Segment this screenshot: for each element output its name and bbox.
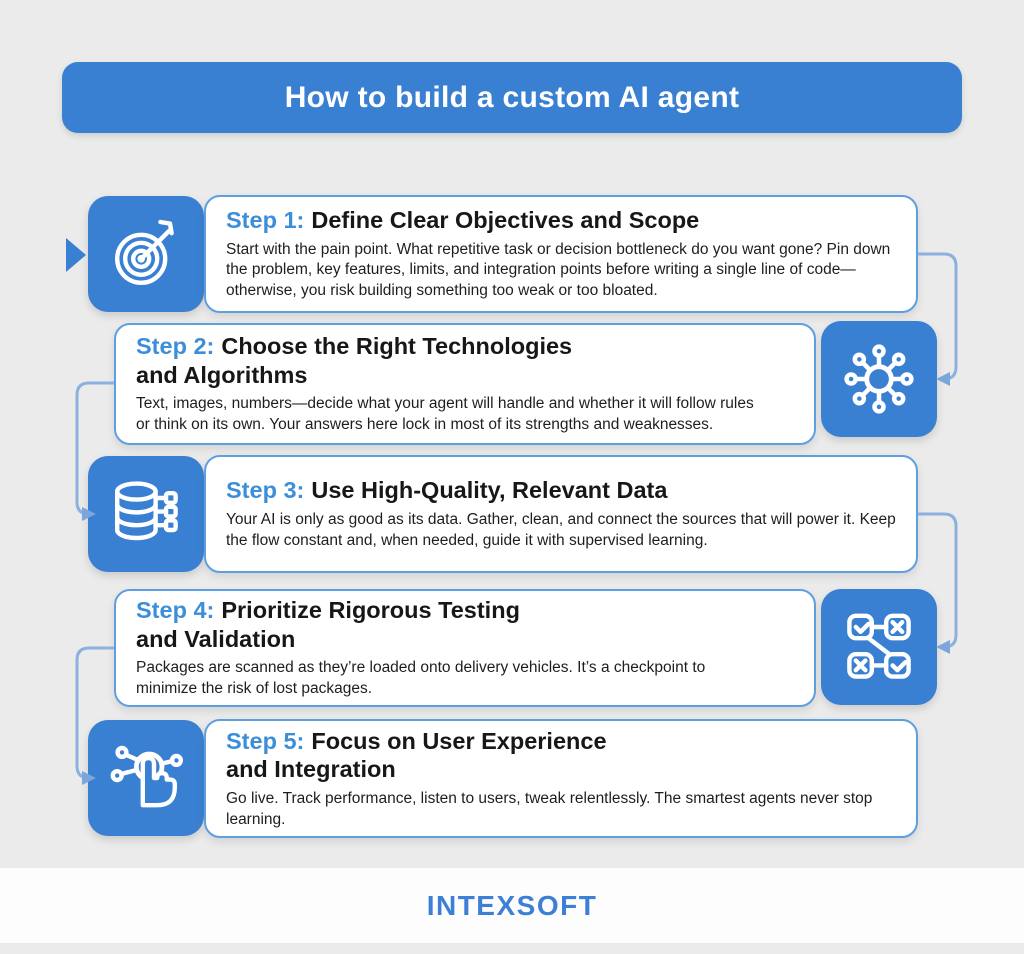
step-card-2: Step 2:Choose the Right Technologies and…	[114, 323, 816, 445]
step-heading: Step 1:Define Clear Objectives and Scope	[226, 206, 896, 235]
connector-arrow-1-icon	[936, 372, 950, 386]
step-description: Start with the pain point. What repetiti…	[226, 240, 891, 300]
step-heading: Step 2:Choose the Right Technologies and…	[136, 332, 794, 389]
page-title: How to build a custom AI agent	[284, 80, 740, 114]
step-card-5: Step 5:Focus on User Experience and Inte…	[204, 719, 918, 838]
step-title: Use High-Quality, Relevant Data	[311, 477, 668, 504]
step-title: Prioritize Rigorous Testing and Validati…	[136, 597, 520, 652]
step-description: Text, images, numbers—decide what your a…	[136, 395, 754, 434]
step-label: Step 5:	[226, 727, 305, 754]
step-description: Your AI is only as good as its data. Gat…	[226, 511, 896, 549]
step-card-1: Step 1:Define Clear Objectives and Scope…	[204, 195, 918, 313]
step-description: Packages are scanned as they’re loaded o…	[136, 659, 706, 698]
step5-icon-box	[88, 720, 204, 836]
step-heading: Step 3:Use High-Quality, Relevant Data	[226, 476, 896, 505]
title-banner: How to build a custom AI agent	[62, 62, 962, 133]
step-label: Step 3:	[226, 477, 305, 504]
step-title: Define Clear Objectives and Scope	[311, 207, 700, 234]
step1-icon-box	[88, 196, 204, 312]
checklist-validation-icon	[847, 613, 911, 679]
step2-icon-box	[821, 321, 937, 437]
intexsoft-logo: INTEXSOFT	[426, 889, 598, 921]
step-title: Choose the Right Technologies and Algori…	[136, 333, 573, 388]
step-card-3: Step 3:Use High-Quality, Relevant Data Y…	[204, 455, 918, 573]
step-title: Focus on User Experience and Integration	[226, 727, 607, 783]
step-heading: Step 4:Prioritize Rigorous Testing and V…	[136, 596, 794, 653]
network-hub-icon	[844, 344, 914, 414]
tap-network-icon	[110, 745, 183, 808]
step-label: Step 2:	[136, 333, 215, 360]
connector-arrow-3-icon	[936, 640, 950, 654]
step-description: Go live. Track performance, listen to us…	[226, 789, 873, 828]
start-arrow-icon	[66, 238, 86, 272]
step4-icon-box	[821, 589, 937, 705]
step-label: Step 1:	[226, 207, 305, 234]
step-card-4: Step 4:Prioritize Rigorous Testing and V…	[114, 589, 816, 707]
target-icon	[114, 219, 174, 285]
step-heading: Step 5:Focus on User Experience and Inte…	[226, 727, 896, 784]
step-label: Step 4:	[136, 597, 215, 624]
step3-icon-box	[88, 456, 204, 572]
database-icon	[115, 481, 178, 541]
footer-band: INTEXSOFT	[0, 868, 1024, 943]
